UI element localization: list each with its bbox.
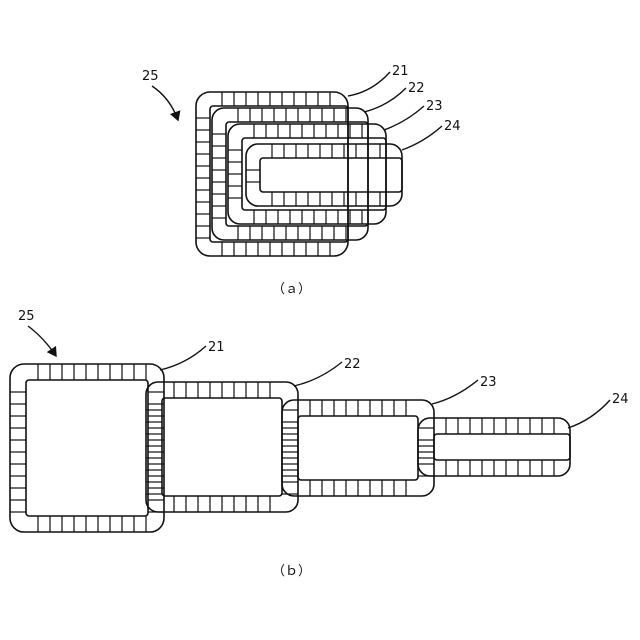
label-21-b: 21 [208,340,225,355]
segment-24-a [246,144,402,206]
label-23-a: 23 [426,99,443,114]
leader-22-b [294,362,342,386]
figure-b: 25 21 22 23 24 （ｂ） [10,309,629,579]
leader-24-b [568,400,610,428]
leader-21-a [348,72,390,96]
label-25-a: 25 [142,69,159,84]
label-22-b: 22 [344,357,361,372]
arrow-25-a [152,86,178,120]
label-24-a: 24 [444,119,461,134]
label-21-a: 21 [392,64,409,79]
caption-a: （ａ） [272,282,311,297]
leader-21-b [160,346,206,370]
leader-23-a [384,106,424,130]
label-23-b: 23 [480,375,497,390]
segment-23-a [228,124,386,224]
segment-21-b [10,364,164,532]
nested-segments [196,92,402,256]
label-22-a: 22 [408,81,425,96]
caption-b: （ｂ） [272,564,311,579]
leader-24-a [402,126,442,150]
leader-23-b [432,380,478,404]
segment-21-a [196,92,348,256]
segment-23-b [282,400,434,496]
arrow-25-b [28,326,56,356]
leader-22-a [364,88,406,112]
segment-22-b [146,382,298,512]
segment-24-b [418,418,570,476]
label-25-b: 25 [18,309,35,324]
label-24-b: 24 [612,392,629,407]
figure-a: 25 21 22 23 24 （ａ） [142,64,461,297]
